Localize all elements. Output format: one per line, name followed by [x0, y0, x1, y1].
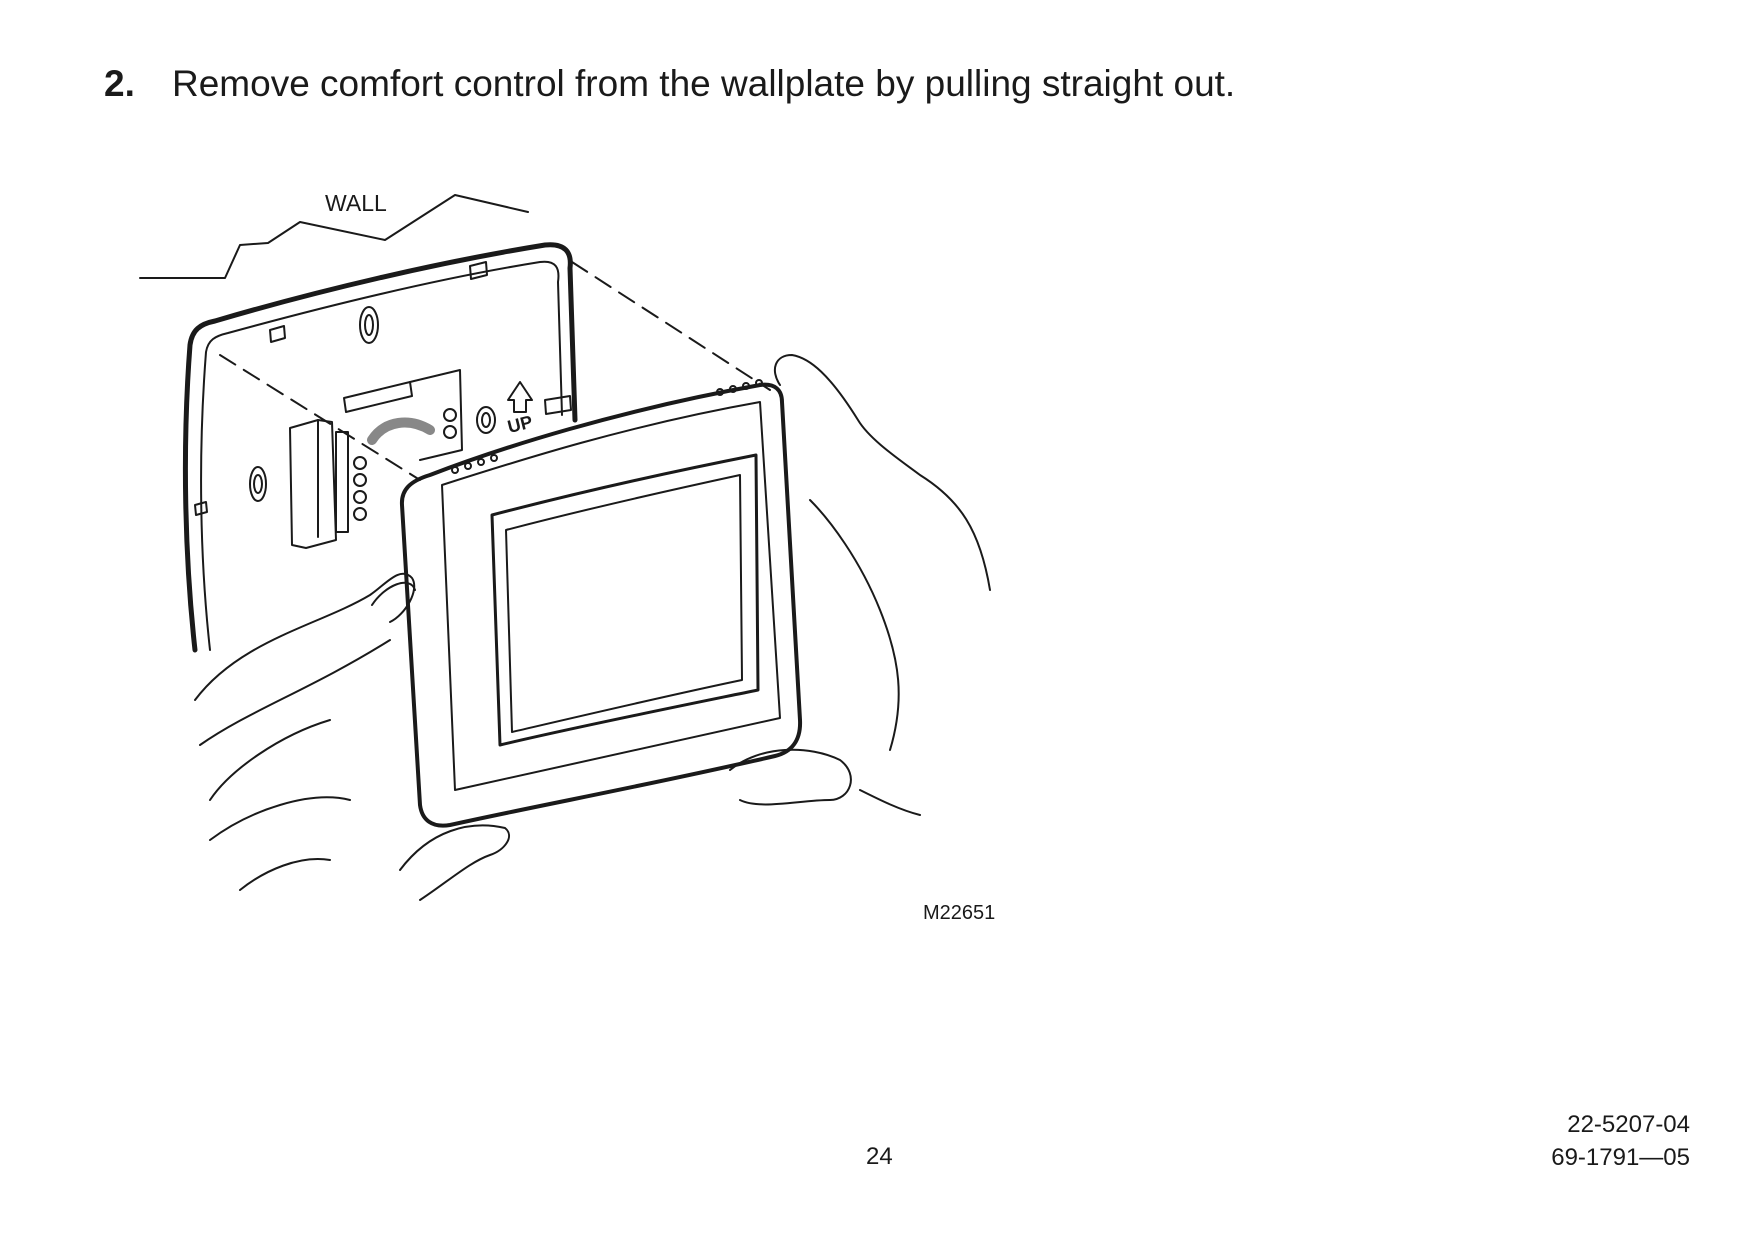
step-text: Remove comfort control from the wallplat… — [172, 63, 1236, 104]
doc-code-primary: 22-5207-04 — [1567, 1111, 1690, 1138]
left-hand — [194, 572, 510, 901]
svg-text:UP: UP — [505, 412, 534, 434]
document-codes: 22-5207-04 69-1791—05 — [1551, 1108, 1690, 1174]
thermostat-removal-illustration — [139, 194, 991, 901]
wall-label: WALL — [325, 190, 387, 216]
thermostat-device — [399, 379, 803, 828]
alignment-lines — [219, 261, 771, 481]
figure-id: M22651 — [923, 902, 996, 924]
right-hand — [729, 354, 991, 816]
doc-code-secondary: 69-1791—05 — [1551, 1144, 1690, 1171]
step-number: 2. — [104, 63, 135, 104]
wall-line — [139, 194, 529, 279]
page-number: 24 — [866, 1143, 893, 1170]
wallplate — [182, 242, 578, 653]
up-label: UP — [505, 412, 534, 434]
